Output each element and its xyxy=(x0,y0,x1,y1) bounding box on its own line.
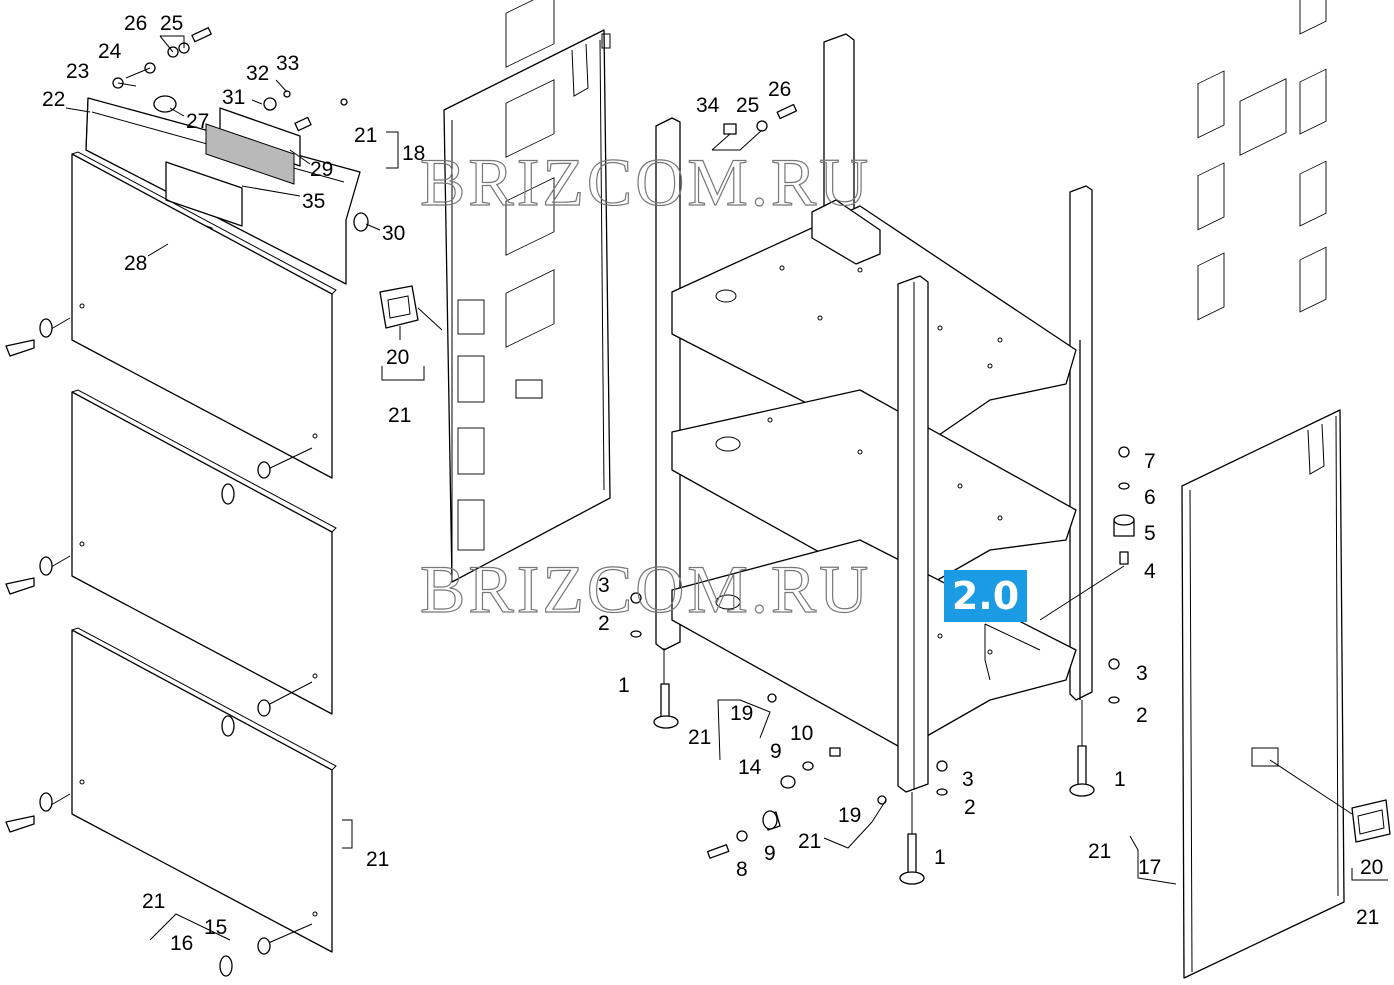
section-badge: 2.0 xyxy=(944,570,1027,622)
callout-31: 31 xyxy=(222,86,245,109)
callout-1-right: 1 xyxy=(1114,768,1126,791)
callout-27: 27 xyxy=(186,110,209,133)
callout-28: 28 xyxy=(124,252,147,275)
callout-26-b: 26 xyxy=(768,78,791,101)
callout-15: 15 xyxy=(204,916,227,939)
callout-labels-left-panel: 21 18 20 21 xyxy=(354,124,425,427)
callout-7: 7 xyxy=(1144,450,1156,473)
right-panel-vents xyxy=(1197,0,1327,767)
main-frame xyxy=(655,33,1093,793)
callout-21-lp-a: 21 xyxy=(354,124,377,147)
callout-22: 22 xyxy=(42,88,65,111)
watermark-top: BRIZCOM.RU xyxy=(420,144,871,220)
callout-labels-frame: 34 25 26 3 2 1 19 21 10 9 14 9 8 19 21 3… xyxy=(598,78,1156,881)
left-side-panel xyxy=(379,0,611,583)
callout-1-left: 1 xyxy=(618,674,630,697)
callout-20-left: 20 xyxy=(386,346,409,369)
callout-9-b: 9 xyxy=(764,842,776,865)
callout-30: 30 xyxy=(382,222,405,245)
callout-labels-doors: 21 21 15 16 xyxy=(142,848,389,955)
right-side-panel xyxy=(1181,0,1391,979)
callout-3-center: 3 xyxy=(962,768,974,791)
callout-21-door-b: 21 xyxy=(142,890,165,913)
callout-5: 5 xyxy=(1144,522,1156,545)
callout-9-a: 9 xyxy=(770,740,782,763)
callout-8: 8 xyxy=(736,858,748,881)
callout-25-a: 25 xyxy=(160,12,183,35)
door-panel-2 xyxy=(71,389,337,715)
callout-4: 4 xyxy=(1144,560,1156,583)
callout-35: 35 xyxy=(302,190,325,213)
left-panel-vents xyxy=(457,0,555,551)
callout-32: 32 xyxy=(246,62,269,85)
callout-6: 6 xyxy=(1144,486,1156,509)
callout-21-door-a: 21 xyxy=(366,848,389,871)
door-panel-1 xyxy=(71,151,337,479)
callout-10: 10 xyxy=(790,722,813,745)
door-hinges xyxy=(5,317,313,977)
callout-3-left: 3 xyxy=(598,574,610,597)
callout-3-right: 3 xyxy=(1136,662,1148,685)
callout-33: 33 xyxy=(276,52,299,75)
callout-21-rp-b: 21 xyxy=(1356,906,1379,929)
callout-21-fr-b: 21 xyxy=(798,830,821,853)
callout-14: 14 xyxy=(738,756,762,779)
callout-34: 34 xyxy=(696,94,720,117)
callout-21-lp-b: 21 xyxy=(388,404,411,427)
callout-labels-right-panel: 21 17 20 21 xyxy=(1088,840,1383,929)
callout-29: 29 xyxy=(310,158,333,181)
callout-23: 23 xyxy=(66,60,89,83)
callout-20-right: 20 xyxy=(1360,856,1383,879)
callout-21-fr-a: 21 xyxy=(688,726,711,749)
callout-16: 16 xyxy=(170,932,193,955)
watermark-middle: BRIZCOM.RU xyxy=(420,551,871,627)
callout-25-b: 25 xyxy=(736,94,759,117)
callout-2-center: 2 xyxy=(964,796,976,819)
frame-feet xyxy=(630,446,1135,885)
callout-2-right: 2 xyxy=(1136,704,1148,727)
callout-2-left: 2 xyxy=(598,612,610,635)
door-panel-3 xyxy=(71,627,337,953)
callout-17: 17 xyxy=(1138,856,1161,879)
callout-1-center: 1 xyxy=(934,846,946,869)
callout-labels-door-top: 26 25 24 23 22 27 31 32 33 29 35 30 28 xyxy=(42,12,405,275)
callout-19-a: 19 xyxy=(730,702,753,725)
control-panel-assembly xyxy=(85,27,369,285)
callout-18: 18 xyxy=(402,142,425,165)
callout-19-b: 19 xyxy=(838,804,861,827)
callout-26-a: 26 xyxy=(124,12,147,35)
callout-24: 24 xyxy=(98,40,122,63)
leader-lines xyxy=(65,35,1388,941)
callout-21-rp-a: 21 xyxy=(1088,840,1111,863)
